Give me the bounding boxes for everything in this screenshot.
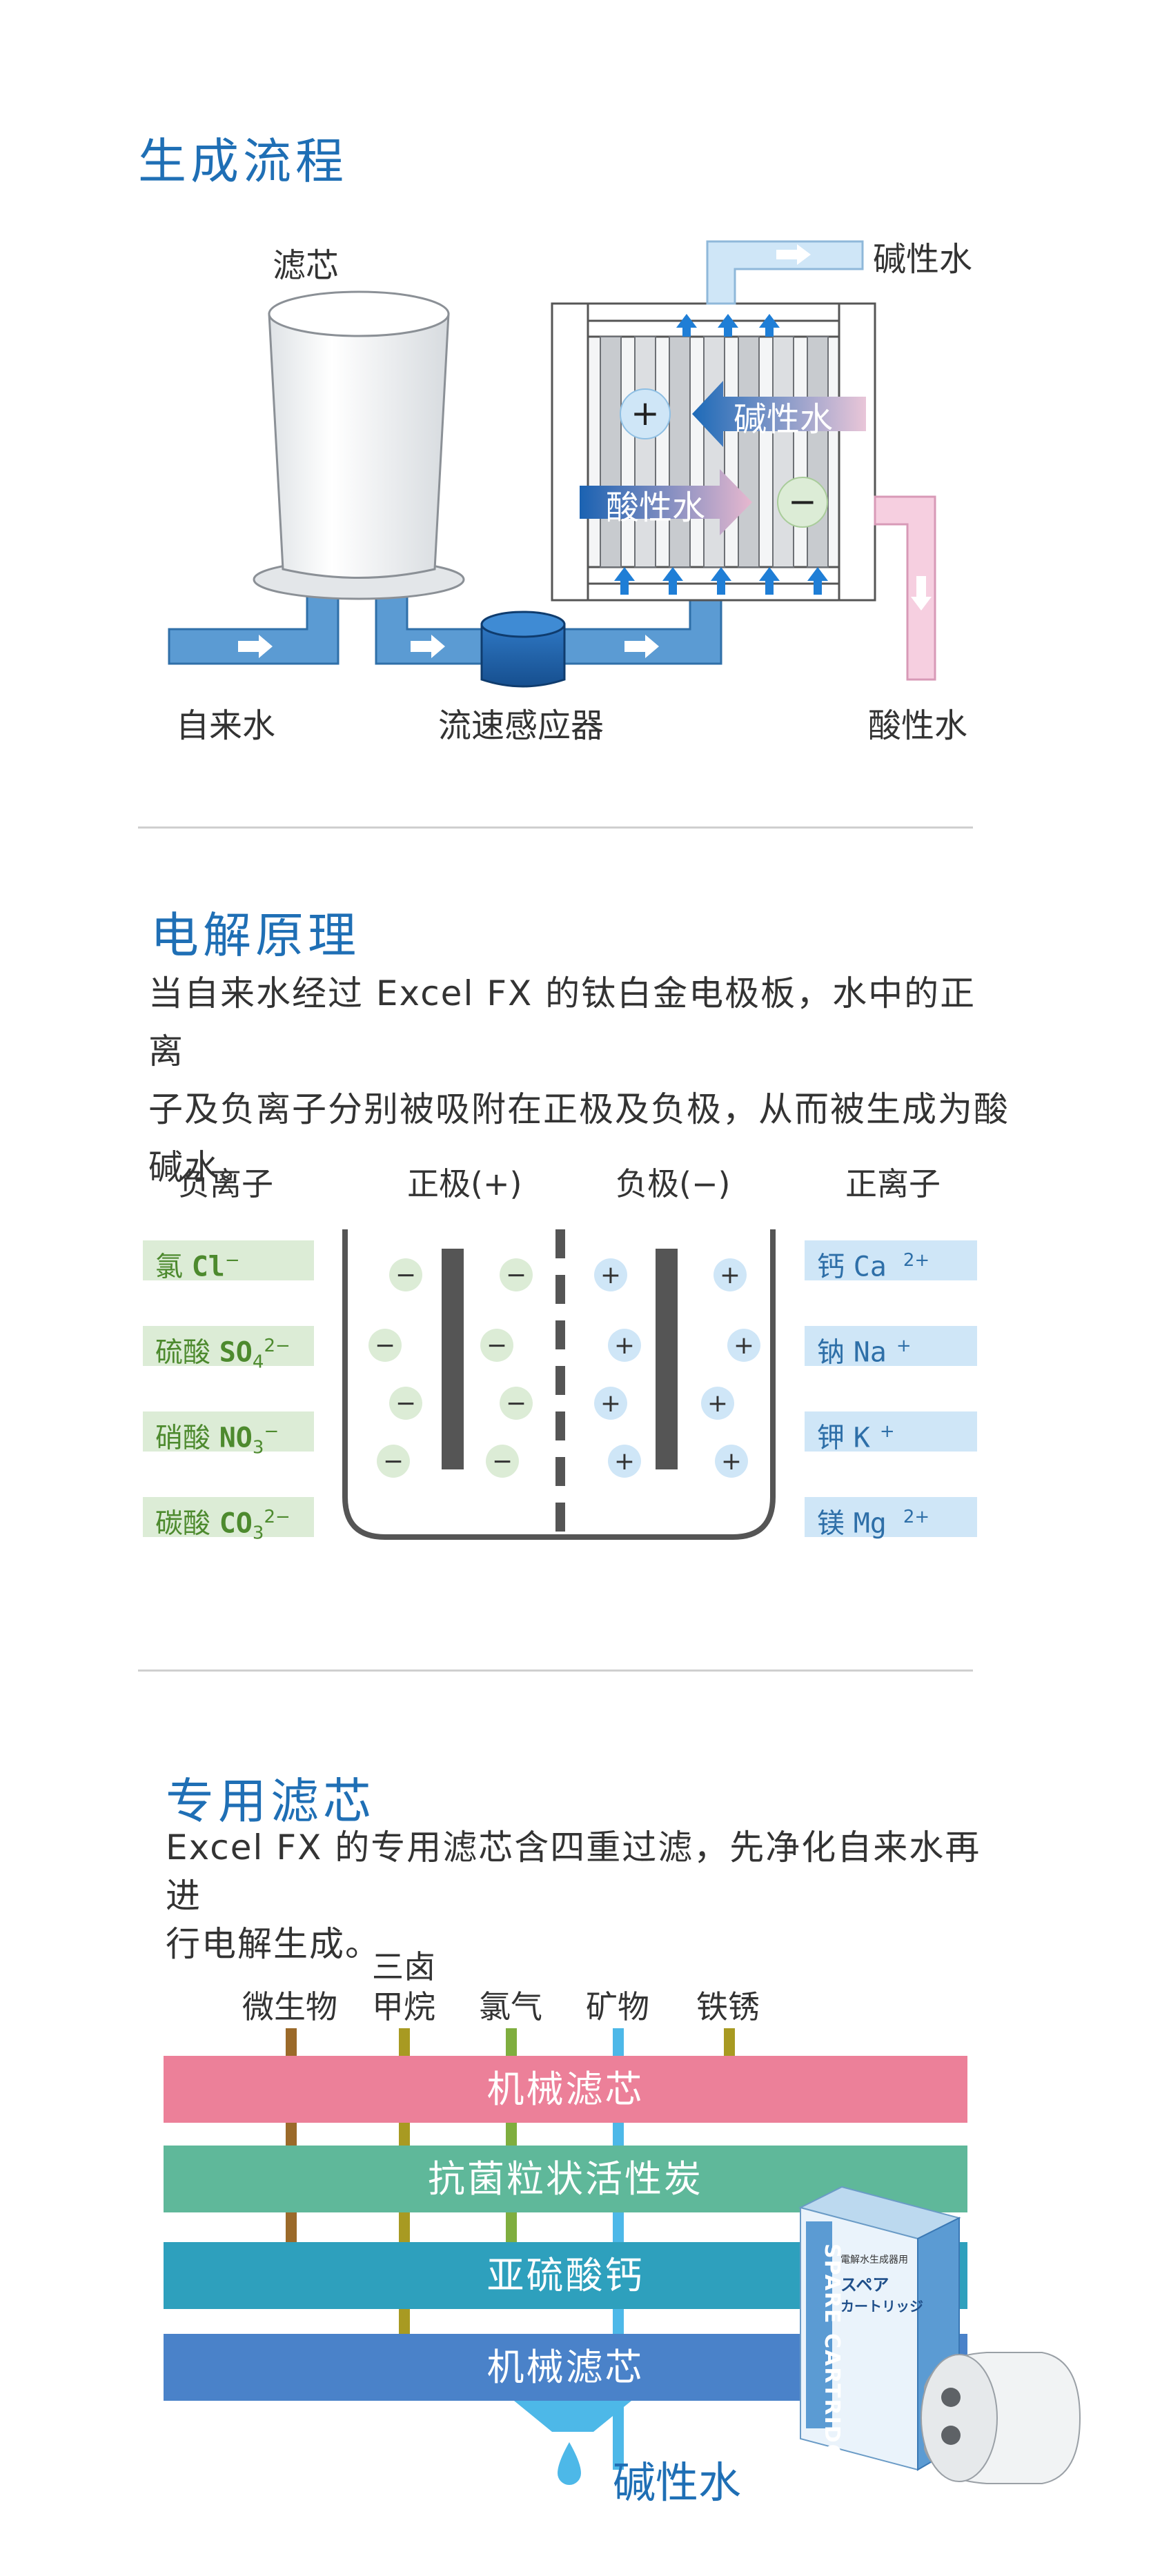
pipe-flow-arrows <box>238 635 659 658</box>
svg-text:+: + <box>721 1447 742 1476</box>
anion-column-header: 负离子 <box>178 1165 273 1202</box>
section1-title: 生成流程 <box>138 133 348 190</box>
section3-title: 专用滤芯 <box>166 1773 375 1830</box>
cation-column-header: 正离子 <box>845 1165 941 1202</box>
anode-column-header: 正极(+) <box>407 1165 522 1202</box>
inner-acid-label: 酸性水 <box>606 488 706 527</box>
svg-text:−: − <box>506 1389 527 1418</box>
contaminant-trihalomethane: 三卤甲烷 <box>372 1948 435 2025</box>
tap-water-pipe <box>168 593 722 665</box>
svg-text:−: − <box>486 1331 507 1360</box>
filter-stage-1: 机械滤芯 <box>164 2056 967 2123</box>
contaminant-rust: 铁锈 <box>696 1988 760 2025</box>
svg-text:+: + <box>631 393 660 433</box>
acid-outlet-pipe <box>874 495 936 681</box>
section2-paragraph: 当自来水经过 Excel FX 的钛白金电极板，水中的正离 子及负离子分别被吸附… <box>148 973 1010 1187</box>
svg-text:スペア: スペア <box>840 2275 889 2295</box>
alkaline-outlet-pipe <box>706 240 864 305</box>
svg-text:+: + <box>614 1447 635 1476</box>
anode-plate <box>442 1249 464 1469</box>
tank-outline <box>342 1229 776 1540</box>
cation-sodium: 钠 Na+ <box>805 1326 977 1368</box>
tap-water-label: 自来水 <box>176 706 276 745</box>
water-drop-icon <box>558 2442 581 2485</box>
inner-alkaline-arrow <box>692 381 866 447</box>
svg-text:+: + <box>707 1389 728 1418</box>
contaminant-microbes: 微生物 <box>242 1988 337 2025</box>
svg-text:−: − <box>506 1261 527 1289</box>
svg-text:+: + <box>734 1331 754 1360</box>
section3-paragraph: Excel FX 的专用滤芯含四重过滤，先净化自来水再进 行电解生成。 <box>166 1827 981 1964</box>
svg-text:SPARE CARTRIDGE: SPARE CARTRIDGE <box>820 2243 844 2478</box>
cation-potassium: 钾 K+ <box>805 1411 977 1454</box>
output-funnel <box>514 2401 631 2432</box>
section2-title: 电解原理 <box>150 907 360 964</box>
cathode-minus-circle: − <box>777 477 828 528</box>
filter-label: 滤芯 <box>273 246 340 285</box>
cell-up-arrows-top <box>676 314 780 337</box>
electrolysis-tank-diagram: − − − − − − − − + + + + + + + + <box>342 1229 776 1540</box>
section-divider-2 <box>138 1670 973 1672</box>
flow-sensor-label: 流速感应器 <box>438 706 604 745</box>
cell-up-arrows-bottom <box>614 567 828 595</box>
svg-text:−: − <box>383 1447 404 1476</box>
output-water-label: 碱性水 <box>613 2457 742 2508</box>
plus-ions: + + + + + + + + <box>594 1258 760 1478</box>
contaminant-minerals: 矿物 <box>586 1988 649 2025</box>
flow-sensor-device <box>480 611 566 688</box>
contaminant-chlorine: 氯气 <box>479 1988 542 2025</box>
filter-cylinder <box>253 290 465 600</box>
svg-text:+: + <box>614 1331 635 1360</box>
generation-flow-diagram: + − <box>168 240 936 688</box>
section-divider-1 <box>138 826 973 829</box>
svg-text:−: − <box>788 482 817 522</box>
svg-text:+: + <box>600 1261 621 1289</box>
inner-acid-arrow <box>580 469 752 535</box>
alkaline-water-out-label: 碱性水 <box>873 240 973 279</box>
minus-ions: − − − − − − − − <box>368 1258 533 1478</box>
electrolysis-cell <box>551 302 876 602</box>
cartridge-cylinder <box>921 2352 1081 2484</box>
anion-carbonate: 碳酸 CO32− <box>143 1497 314 1543</box>
svg-text:+: + <box>600 1389 621 1418</box>
svg-text:−: − <box>395 1261 416 1289</box>
svg-text:電解水生成器用: 電解水生成器用 <box>840 2255 908 2266</box>
cathode-column-header: 负极(−) <box>616 1165 731 1202</box>
anion-chloride: 氯 Cl− <box>143 1240 314 1282</box>
svg-text:−: − <box>395 1389 416 1418</box>
svg-text:−: − <box>375 1331 395 1360</box>
svg-text:−: − <box>492 1447 513 1476</box>
anode-plus-circle: + <box>620 388 671 439</box>
svg-text:カートリッジ: カートリッジ <box>840 2298 923 2315</box>
cathode-plate <box>656 1249 678 1469</box>
svg-text:+: + <box>720 1261 740 1289</box>
acid-water-out-label: 酸性水 <box>868 706 968 745</box>
inner-alkaline-label: 碱性水 <box>734 400 834 439</box>
anion-nitrate: 硝酸 NO3− <box>143 1411 314 1458</box>
spare-cartridge-product: SPARE CARTRIDGE 電解水生成器用 スペア カートリッジ <box>798 2186 1081 2484</box>
anion-sulfate: 硫酸 SO42− <box>143 1326 314 1372</box>
